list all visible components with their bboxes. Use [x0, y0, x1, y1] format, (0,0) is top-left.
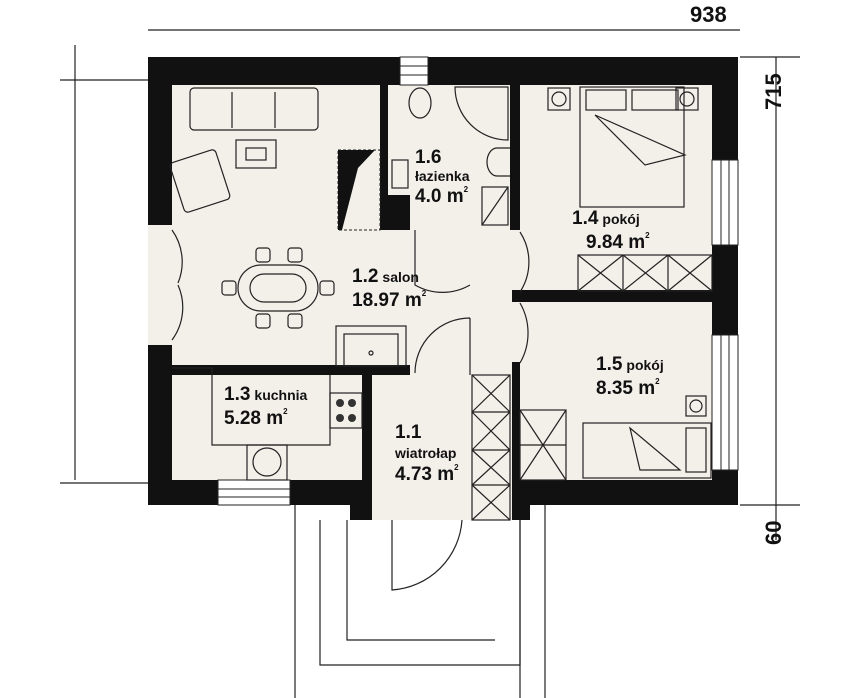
nightstand-icon [547, 87, 571, 111]
width-dimension: 938 [690, 2, 727, 27]
terrace-steps [294, 505, 546, 698]
furniture [169, 86, 713, 521]
washing-machine-icon [481, 186, 509, 226]
sofa-icon [189, 87, 319, 131]
armchair-icon [169, 149, 231, 213]
kitchen-sink-icon [246, 444, 288, 481]
room-wiatrolap [372, 365, 512, 520]
entrance-door-opening [148, 225, 172, 345]
toilet-icon [408, 87, 432, 119]
doors [171, 229, 530, 591]
double-bed-icon [579, 86, 685, 208]
stairs-icon [338, 150, 375, 230]
wardrobe-icon [577, 254, 713, 292]
dimension-lines [60, 29, 800, 540]
shower-icon [454, 86, 509, 141]
porch-dimension: 60 [761, 521, 786, 545]
room-pokoj-14 [520, 85, 712, 290]
single-bed-icon [582, 422, 712, 479]
wardrobe-icon-3 [471, 374, 511, 521]
stove-icon [329, 392, 363, 429]
dining-table-icon [237, 264, 319, 312]
nightstand-icon-2 [685, 395, 707, 417]
room-pokoj-15 [520, 302, 712, 480]
sink-icon [486, 147, 510, 177]
depth-dimension: 715 [761, 73, 786, 110]
floors [148, 85, 712, 520]
windows [217, 56, 739, 506]
rug-icon [235, 139, 277, 169]
corridor [380, 230, 512, 365]
